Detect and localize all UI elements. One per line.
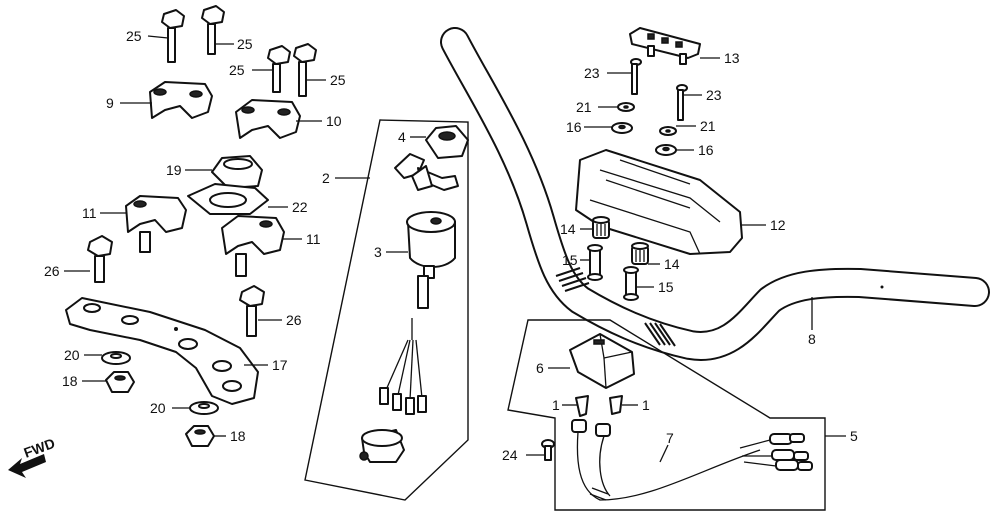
lower-holder-11-left xyxy=(125,195,187,253)
bolt-25-a xyxy=(161,9,185,63)
label-9: 9 xyxy=(106,95,114,111)
washer-20-b xyxy=(189,401,219,415)
knurl-band-right xyxy=(644,322,676,347)
upper-holder-10 xyxy=(235,99,301,139)
label-11-b: 11 xyxy=(306,231,321,247)
grommet-16-a xyxy=(611,122,633,134)
ignition-switch-frame xyxy=(304,119,469,501)
label-21-a: 21 xyxy=(576,99,592,115)
bolt-26-left xyxy=(87,235,113,283)
nut-14-a xyxy=(592,216,610,239)
unit-6 xyxy=(569,333,635,389)
label-18-a: 18 xyxy=(62,373,78,389)
label-25-d: 25 xyxy=(330,72,346,88)
regulator-frame xyxy=(507,319,826,511)
nut-18-a xyxy=(105,371,135,393)
collar-15-b xyxy=(623,266,639,301)
label-19: 19 xyxy=(166,162,182,178)
washer-21-a xyxy=(617,102,635,112)
label-1-b: 1 xyxy=(642,397,650,413)
label-5: 5 xyxy=(850,428,858,444)
label-17: 17 xyxy=(272,357,288,373)
label-14-b: 14 xyxy=(664,256,680,272)
switch-base xyxy=(359,429,405,463)
label-8: 8 xyxy=(808,331,816,347)
label-25-b: 25 xyxy=(237,36,253,52)
grommet-16-b xyxy=(655,144,677,156)
part-number-labels: 25 25 25 25 9 10 19 22 11 11 26 26 17 20… xyxy=(44,28,858,463)
label-26-a: 26 xyxy=(44,263,60,279)
screw-23-a xyxy=(630,58,642,95)
label-24: 24 xyxy=(502,447,518,463)
key-cover-4 xyxy=(425,125,469,159)
nut-19 xyxy=(211,155,263,189)
label-25-c: 25 xyxy=(229,62,245,78)
label-15-b: 15 xyxy=(658,279,674,295)
label-23-b: 23 xyxy=(706,87,722,103)
label-13: 13 xyxy=(724,50,740,66)
bolt-25-c xyxy=(267,45,291,93)
ignition-switch-3 xyxy=(406,211,456,309)
knurl-band-left xyxy=(555,267,590,292)
nut-18-b xyxy=(185,425,215,447)
label-26-b: 26 xyxy=(286,312,302,328)
label-12: 12 xyxy=(770,217,786,233)
harness-7 xyxy=(571,419,813,501)
label-15-a: 15 xyxy=(562,252,578,268)
upper-holder-9 xyxy=(149,81,213,119)
label-21-b: 21 xyxy=(700,118,716,134)
collar-15-a xyxy=(587,244,603,281)
label-20-b: 20 xyxy=(150,400,166,416)
label-11-a: 11 xyxy=(82,205,97,221)
screw-24 xyxy=(541,439,555,461)
label-3: 3 xyxy=(374,244,382,260)
top-bridge-17 xyxy=(65,297,259,405)
label-18-b: 18 xyxy=(230,428,246,444)
label-14-a: 14 xyxy=(560,221,576,237)
lower-holder-11-right xyxy=(221,215,285,277)
label-2: 2 xyxy=(322,170,330,186)
bolt-25-d xyxy=(293,43,317,97)
washer-20-a xyxy=(101,351,131,365)
handlebar xyxy=(440,27,990,361)
fwd-arrow: FWD xyxy=(8,435,57,478)
bolt-26-right xyxy=(239,285,265,337)
bracket-13 xyxy=(629,27,701,65)
label-1-a: 1 xyxy=(552,397,560,413)
nut-14-b xyxy=(631,242,649,265)
lock-washer-22 xyxy=(187,183,269,215)
label-23-a: 23 xyxy=(584,65,600,81)
ignition-keys xyxy=(394,153,459,191)
label-10: 10 xyxy=(326,113,342,129)
screw-23-b xyxy=(676,84,688,121)
ignition-wire-harness xyxy=(379,318,427,415)
clip-1-a xyxy=(575,395,589,417)
label-16-b: 16 xyxy=(698,142,714,158)
label-16-a: 16 xyxy=(566,119,582,135)
label-6: 6 xyxy=(536,360,544,376)
label-20-a: 20 xyxy=(64,347,80,363)
bolt-25-b xyxy=(201,5,225,55)
washer-21-b xyxy=(659,126,677,136)
leader-lines xyxy=(64,35,846,463)
label-4: 4 xyxy=(398,129,406,145)
clip-1-b xyxy=(609,395,623,415)
label-22: 22 xyxy=(292,199,308,215)
meter-cover-12 xyxy=(575,149,743,255)
label-25-a: 25 xyxy=(126,28,142,44)
label-7: 7 xyxy=(666,430,674,446)
